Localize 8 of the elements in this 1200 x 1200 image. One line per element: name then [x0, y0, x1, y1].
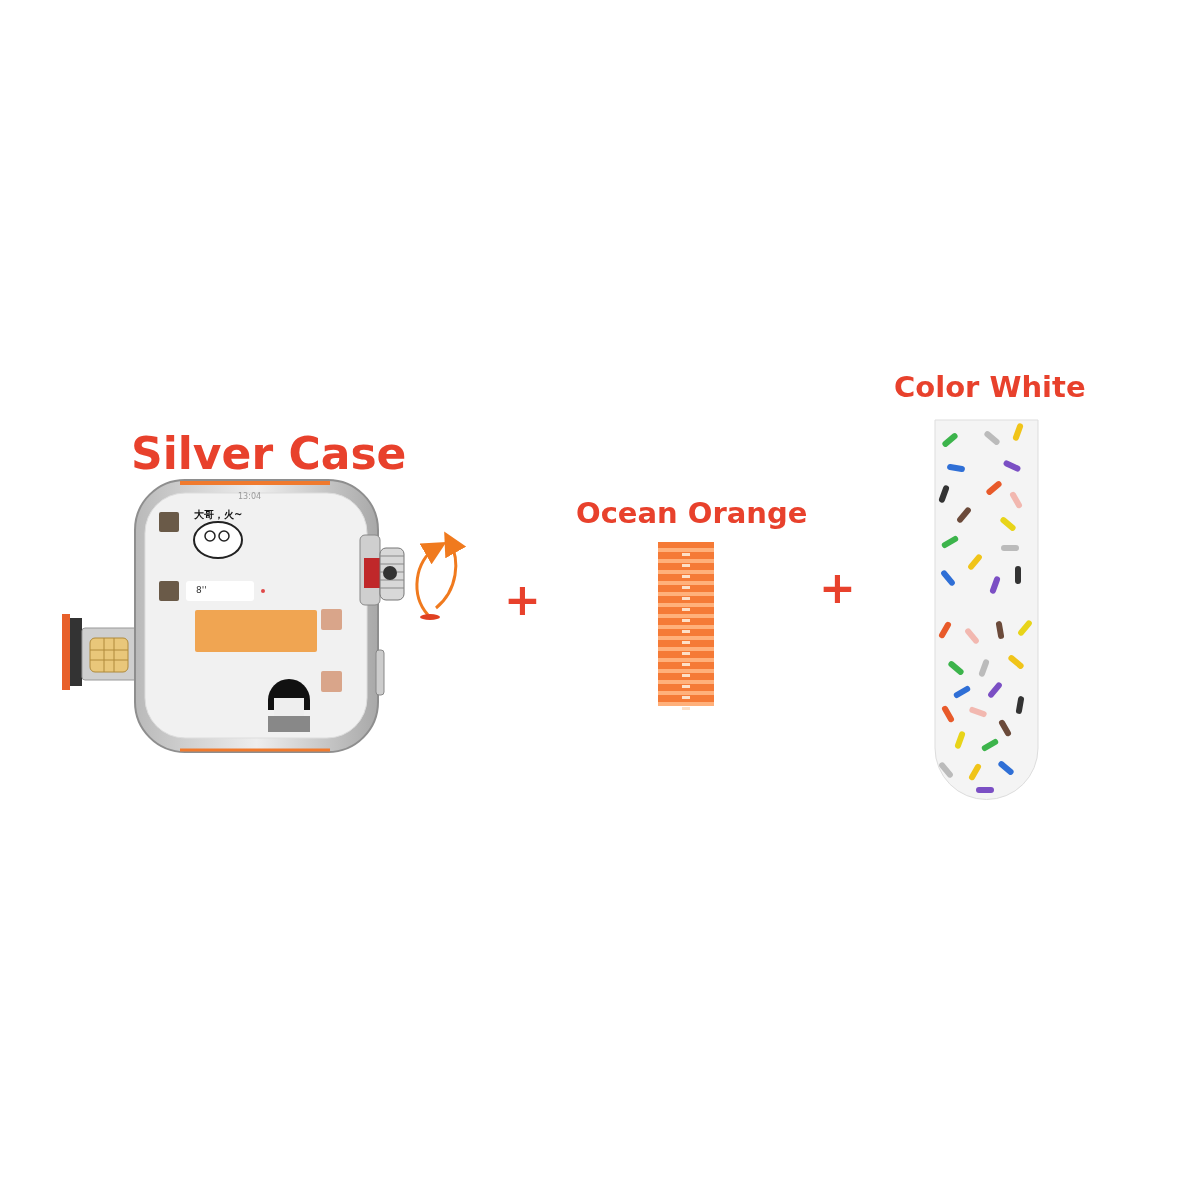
product-label: Color White: [894, 373, 1086, 402]
chat-message: 大哥，火~: [194, 510, 243, 520]
status-time: 13:04: [238, 493, 262, 501]
product-label: Silver Case: [131, 432, 407, 476]
plus-sign: +: [504, 578, 541, 622]
plus-sign: +: [819, 566, 856, 610]
product-label: Ocean Orange: [576, 499, 808, 528]
voice-duration: 8'': [196, 586, 207, 595]
